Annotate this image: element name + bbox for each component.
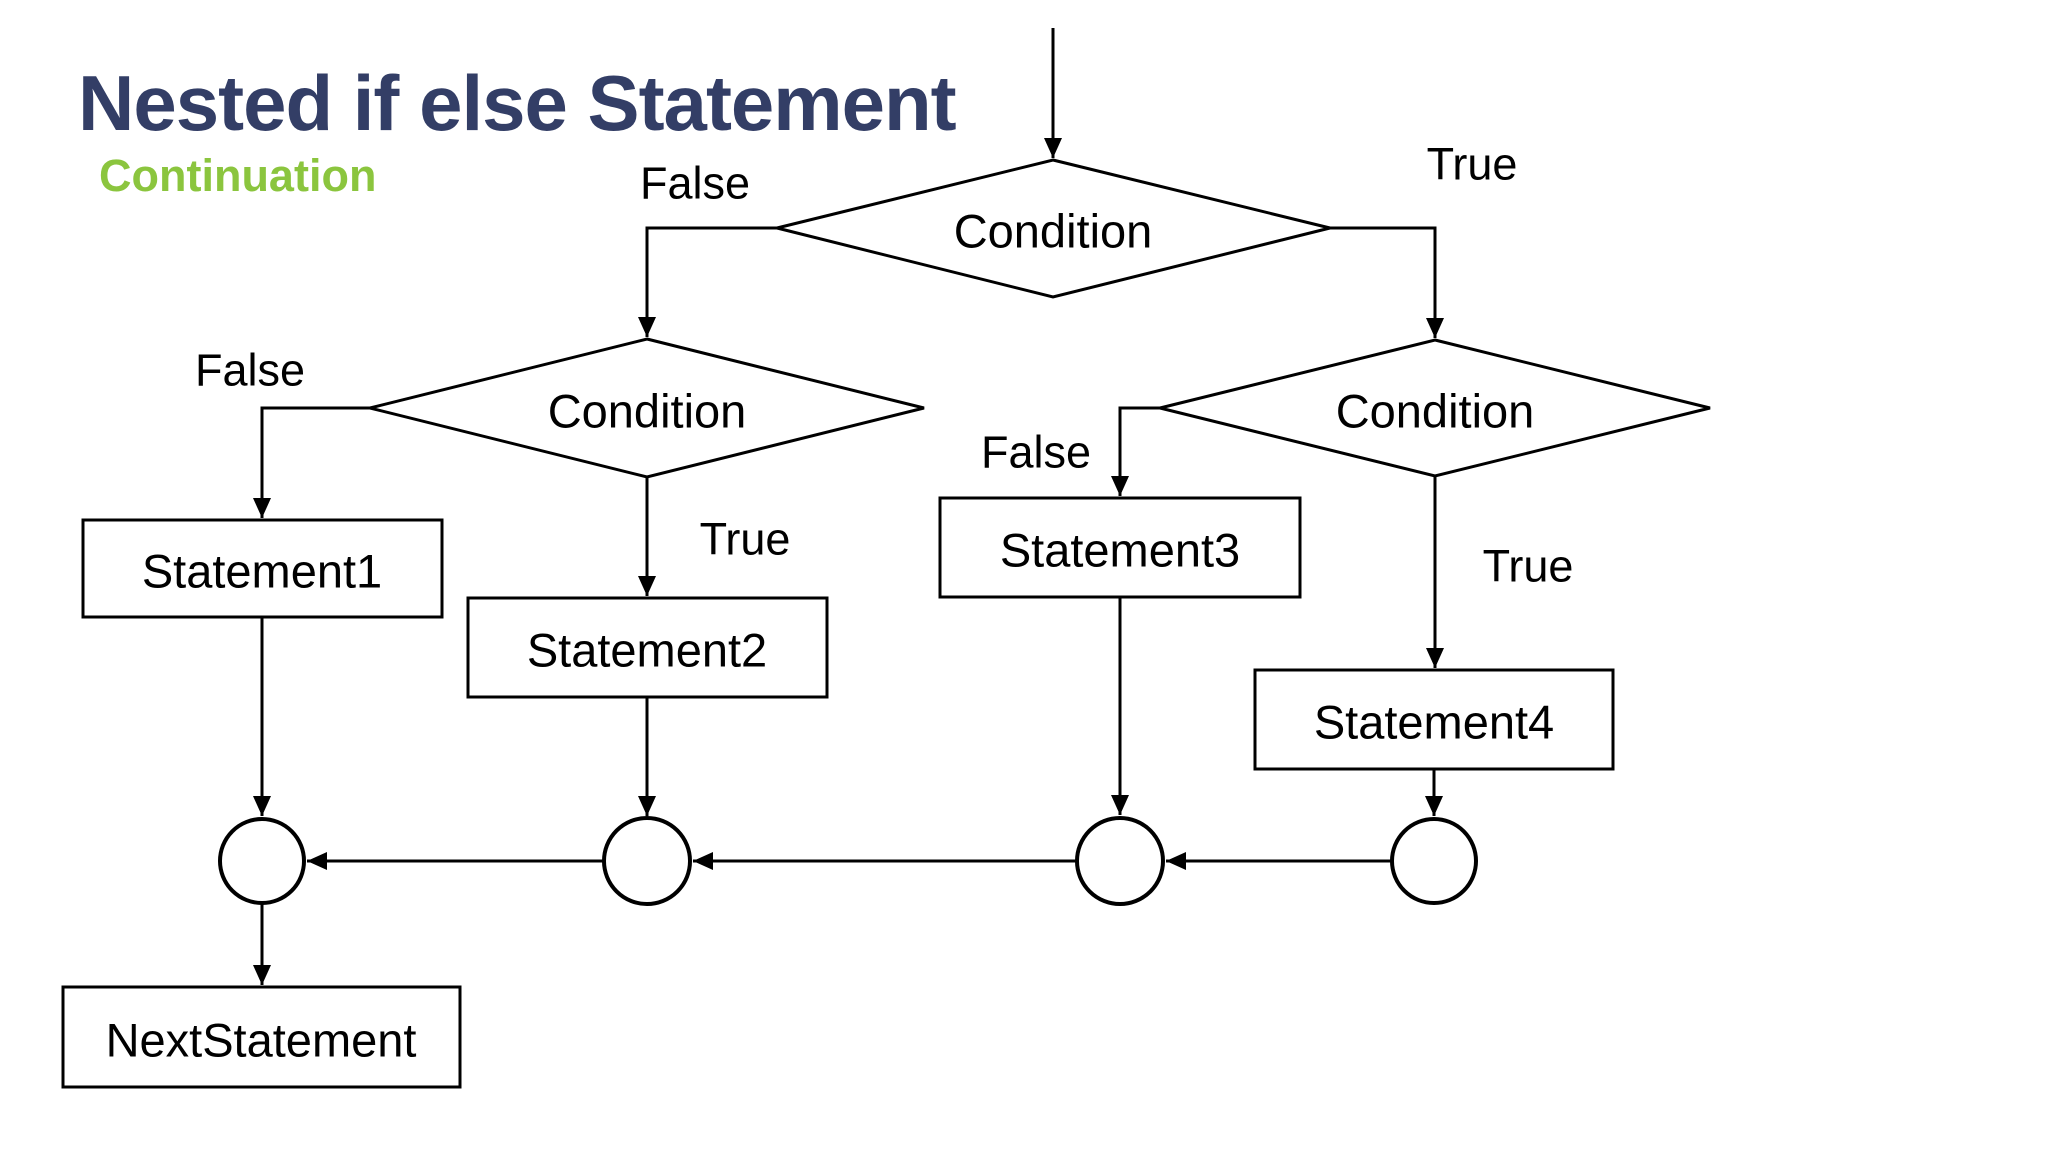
page-title: Nested if else Statement [78, 59, 957, 147]
statement1-box [81, 518, 444, 619]
next-statement-label: NextStatement [106, 1014, 417, 1067]
arrow-top-false-branch [638, 226, 777, 337]
connector-circle-4 [1390, 817, 1478, 905]
left-true-label: True [700, 514, 791, 565]
arrow-left-false-branch [253, 406, 370, 518]
decision-top-diamond [776, 158, 1331, 299]
connector-circle-3 [1075, 816, 1165, 906]
right-false-label: False [981, 427, 1091, 478]
top-true-label: True [1427, 139, 1518, 190]
decision-right-label: Condition [1336, 385, 1535, 438]
statement3-box [938, 496, 1302, 599]
top-false-label: False [640, 158, 750, 209]
connector-circle-2 [602, 816, 692, 906]
page-subtitle: Continuation [99, 150, 377, 201]
statement4-label: Statement4 [1314, 696, 1554, 749]
arrow-top-true-branch [1330, 226, 1444, 338]
next-statement-box [61, 985, 462, 1089]
decision-left-label: Condition [548, 385, 747, 438]
statement1-label: Statement1 [142, 545, 382, 598]
decision-top-label: Condition [954, 205, 1153, 258]
statement2-label: Statement2 [527, 624, 767, 677]
statement2-box [466, 596, 829, 699]
statement3-label: Statement3 [1000, 524, 1240, 577]
connector-circle-1 [218, 817, 306, 905]
arrow-right-false-branch [1111, 406, 1160, 496]
left-false-label: False [195, 345, 305, 396]
right-true-label: True [1483, 541, 1574, 592]
